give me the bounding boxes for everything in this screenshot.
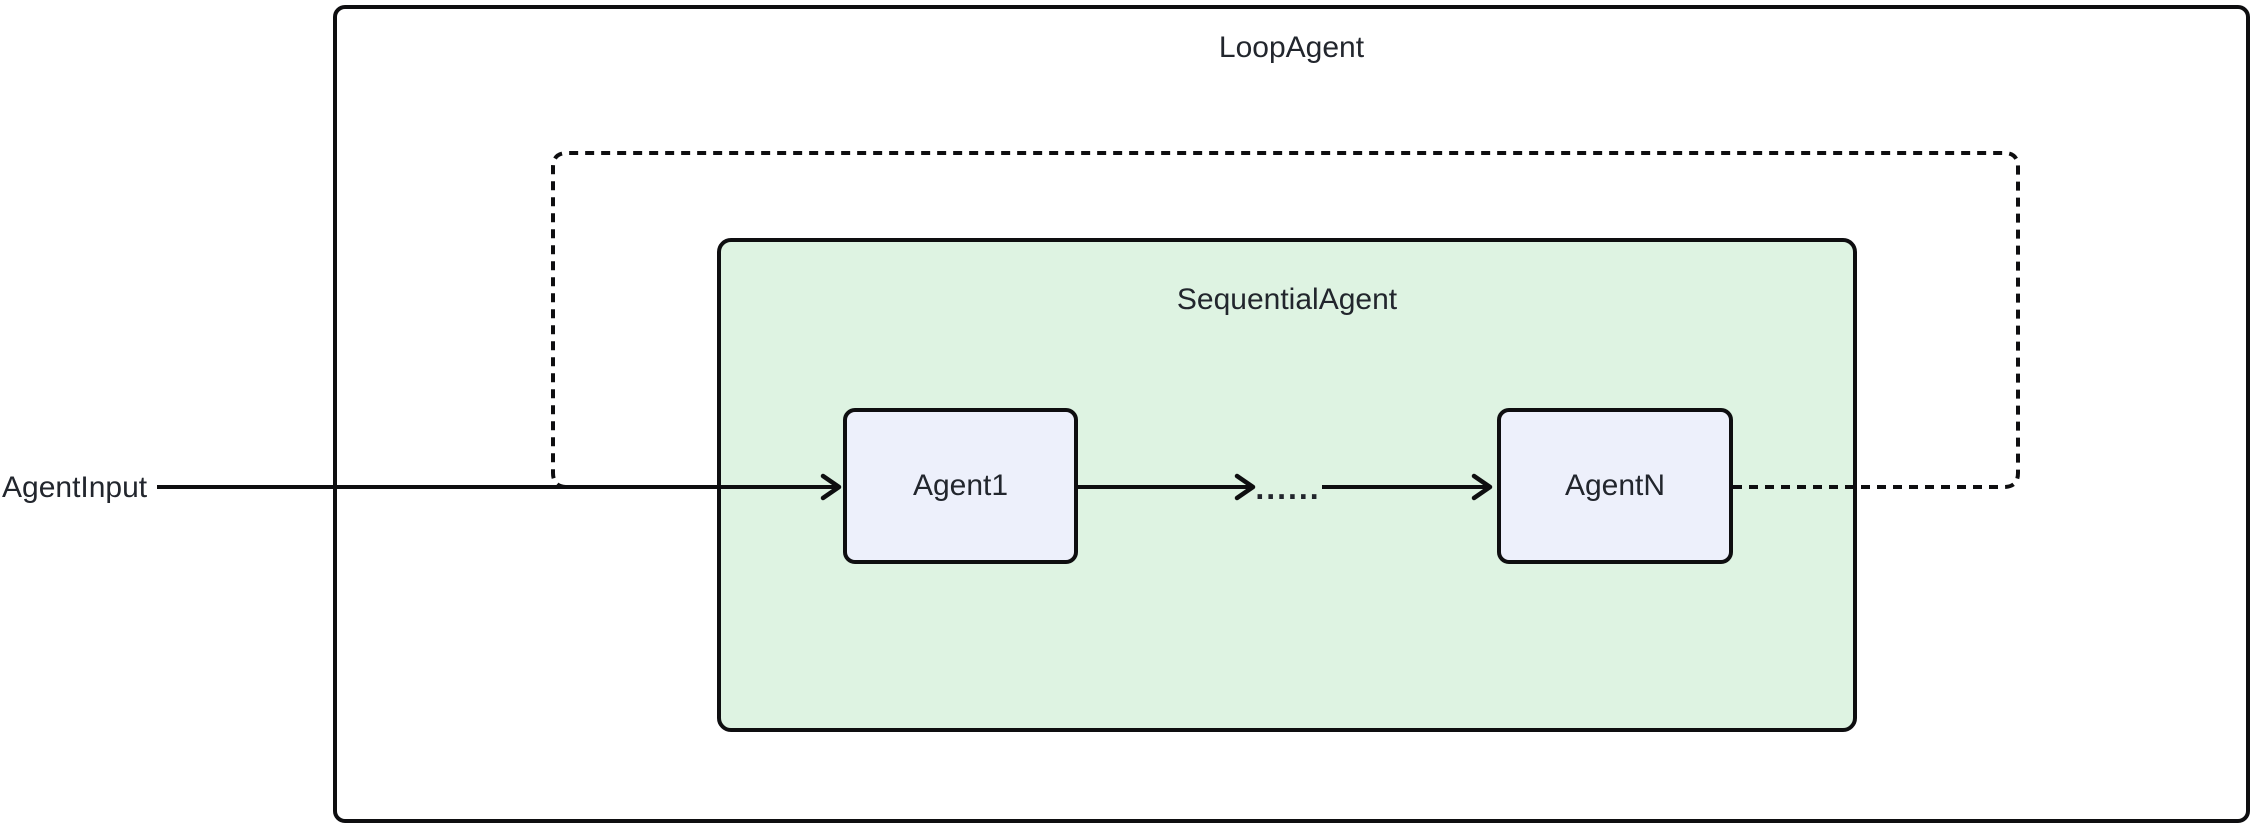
- agent1-node: Agent1: [843, 408, 1078, 564]
- agent1-label: Agent1: [912, 469, 1009, 502]
- agent-input-label: AgentInput: [2, 471, 148, 504]
- loop-back-edge: [551, 151, 2020, 489]
- loop-agent-label: LoopAgent: [1218, 31, 1365, 64]
- agentn-node: AgentN: [1497, 408, 1733, 564]
- edge-ellipsis-label: ......: [1255, 470, 1320, 506]
- agentn-label: AgentN: [1564, 469, 1666, 502]
- sequential-agent-label: SequentialAgent: [1176, 283, 1398, 316]
